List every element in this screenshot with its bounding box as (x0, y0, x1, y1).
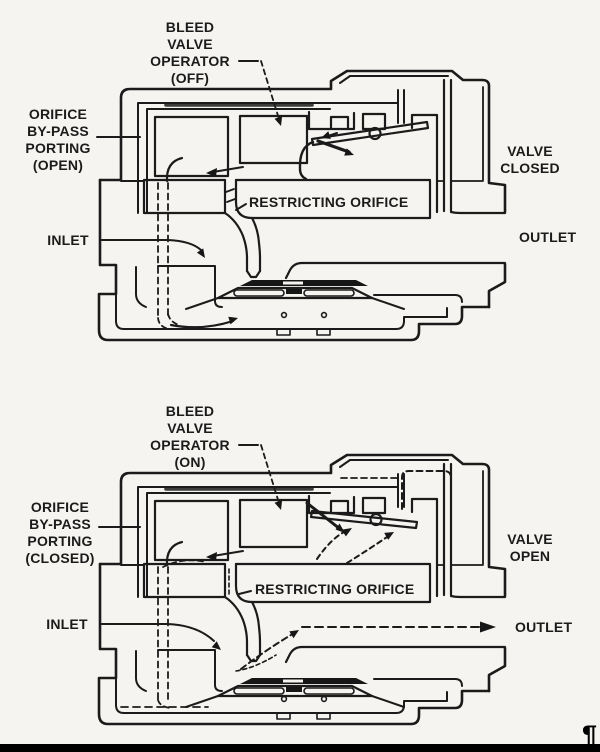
outlet-label: OUTLET (515, 619, 572, 635)
inlet-flow-arrow (99, 623, 215, 642)
svg-text:(ON): (ON) (174, 454, 205, 470)
labels-bottom: BLEED VALVE OPERATOR (ON) ORIFICE BY-PAS… (25, 403, 572, 635)
svg-text:VALVE: VALVE (167, 36, 213, 52)
svg-text:PORTING: PORTING (25, 140, 90, 156)
scan-bottom-bar (0, 744, 600, 752)
valve-state-label: VALVE (507, 143, 553, 159)
pilcrow-mark: ¶ (582, 720, 597, 750)
inlet-label: INLET (47, 232, 89, 248)
restricting-orifice-label: RESTRICTING ORIFICE (249, 194, 408, 210)
bleed-flow-dashed (401, 470, 452, 596)
inlet-label: INLET (46, 616, 88, 632)
flow-arrows-bottom (99, 470, 496, 709)
svg-text:OPERATOR: OPERATOR (150, 437, 230, 453)
bypass-label: ORIFICE (29, 106, 87, 122)
operator-label: BLEED (166, 19, 214, 35)
diagram-valve-closed: BLEED VALVE OPERATOR (OFF) ORIFICE BY-PA… (25, 19, 576, 342)
inlet-flow-arrow (99, 239, 202, 251)
valve-state-label: VALVE (507, 531, 553, 547)
diaphragm-seat-open (185, 678, 405, 708)
svg-text:(OFF): (OFF) (171, 70, 209, 86)
svg-text:(OPEN): (OPEN) (33, 157, 83, 173)
operator-label: BLEED (166, 403, 214, 419)
outlet-label: OUTLET (519, 229, 576, 245)
bypass-chamber-arrow (169, 319, 235, 329)
svg-text:BY-PASS: BY-PASS (29, 516, 91, 532)
diaphragm-seat-closed (185, 280, 405, 310)
svg-text:PORTING: PORTING (27, 533, 92, 549)
svg-text:VALVE: VALVE (167, 420, 213, 436)
restricting-orifice-label: RESTRICTING ORIFICE (255, 581, 414, 597)
svg-text:OPEN: OPEN (510, 548, 550, 564)
svg-text:(CLOSED): (CLOSED) (25, 550, 94, 566)
bleed-valve-lever-on (305, 501, 419, 533)
bypass-label: ORIFICE (31, 499, 89, 515)
svg-text:CLOSED: CLOSED (500, 160, 560, 176)
diagram-valve-open: BLEED VALVE OPERATOR (ON) ORIFICE BY-PAS… (25, 403, 572, 726)
svg-text:BY-PASS: BY-PASS (27, 123, 89, 139)
lever-pivot (368, 126, 382, 141)
svg-text:OPERATOR: OPERATOR (150, 53, 230, 69)
lever-pivot (369, 512, 383, 527)
labels-top: BLEED VALVE OPERATOR (OFF) ORIFICE BY-PA… (25, 19, 576, 248)
flow-arrows-top (99, 188, 238, 330)
bleed-valve-lever-off (298, 120, 430, 181)
